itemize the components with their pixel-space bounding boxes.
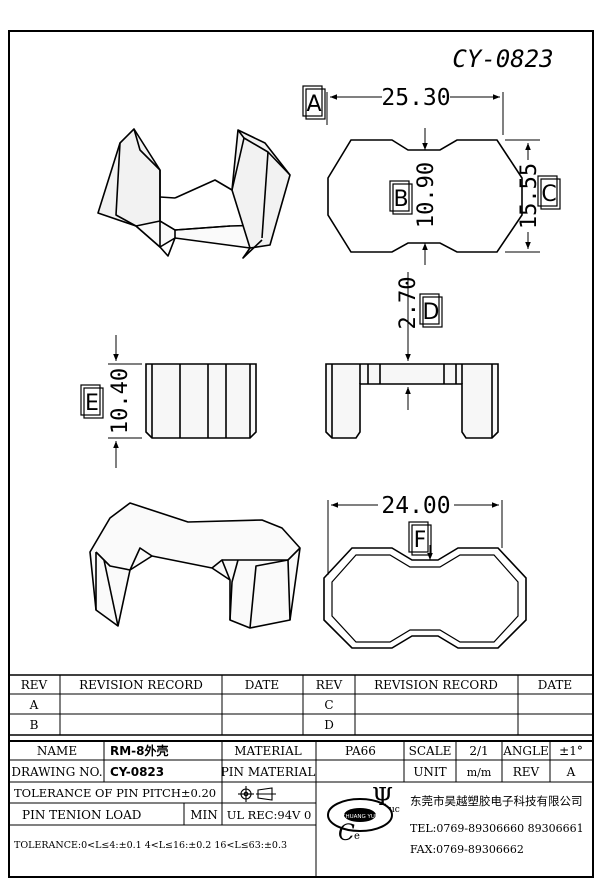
svg-text:C: C [541, 182, 556, 207]
bottom-view-inner-outline [331, 554, 519, 643]
svg-text:A: A [566, 765, 576, 779]
svg-text:TOLERANCE:0<L≤4:±0.1 4<L≤16:±: TOLERANCE:0<L≤4:±0.1 4<L≤16:±0.2 16<L≤63… [14, 840, 287, 851]
svg-text:REVISION RECORD: REVISION RECORD [79, 678, 203, 692]
dim-bottom-width: 24.00 [381, 493, 450, 519]
svg-text:D: D [324, 718, 334, 732]
svg-text:D: D [423, 300, 440, 325]
company-logo: CHUANG YUE C e Ψ uc [327, 783, 400, 846]
svg-text:A: A [29, 698, 39, 712]
svg-text:PIN MATERIAL: PIN MATERIAL [221, 765, 316, 779]
svg-text:REV: REV [21, 678, 48, 692]
svg-text:DATE: DATE [538, 678, 572, 692]
svg-text:MATERIAL: MATERIAL [234, 744, 302, 758]
datum-box-b: B [389, 180, 413, 215]
revision-table-text: REV REVISION RECORD DATE REV REVISION RE… [21, 678, 572, 732]
svg-text:2/1: 2/1 [469, 744, 488, 758]
datum-box-f: F [408, 521, 432, 556]
svg-text:DATE: DATE [245, 678, 279, 692]
datum-box-c: C [537, 175, 561, 210]
svg-text:C: C [324, 698, 333, 712]
svg-text:e: e [354, 831, 360, 842]
svg-text:m/m: m/m [467, 766, 492, 779]
svg-text:uc: uc [389, 805, 400, 815]
dim-center-width: 10.90 [414, 162, 439, 228]
top-view: 25.30 10.90 15.55 [326, 85, 542, 265]
revision-table [9, 674, 593, 736]
svg-text:C: C [338, 821, 355, 846]
svg-text:REVISION RECORD: REVISION RECORD [374, 678, 498, 692]
svg-text:TEL:0769-89306660 89306661: TEL:0769-89306660 89306661 [410, 822, 584, 835]
isometric-view-top [97, 128, 291, 259]
front-view [325, 363, 499, 439]
svg-text:CHUANG YUE: CHUANG YUE [342, 814, 379, 820]
svg-text:UNIT: UNIT [413, 765, 446, 779]
top-view-outline [327, 139, 523, 253]
svg-text:ANGLE: ANGLE [502, 744, 548, 758]
svg-text:NAME: NAME [37, 744, 77, 758]
svg-text:F: F [414, 528, 427, 553]
title-block-text: NAME RM-8外壳 MATERIAL PA66 SCALE 2/1 ANGL… [11, 743, 583, 856]
drawing-number: CY-0823 [452, 45, 553, 73]
svg-text:A: A [306, 92, 321, 117]
svg-text:MIN: MIN [190, 808, 218, 822]
svg-text:CY-0823: CY-0823 [110, 765, 164, 779]
svg-text:SCALE: SCALE [409, 744, 452, 758]
bottom-view: 24.00 [323, 493, 527, 649]
svg-text:TOLERANCE OF PIN PITCH±0.20: TOLERANCE OF PIN PITCH±0.20 [14, 786, 216, 800]
title-block-grid [9, 740, 593, 877]
dim-depth: 2.70 [396, 277, 421, 330]
svg-text:±1°: ±1° [559, 744, 583, 758]
svg-text:E: E [85, 391, 99, 416]
svg-text:RM-8外壳: RM-8外壳 [110, 743, 169, 758]
datum-box-d: D [419, 293, 443, 328]
svg-text:B: B [393, 187, 408, 212]
svg-text:REV: REV [316, 678, 343, 692]
svg-text:B: B [30, 718, 39, 732]
svg-text:东莞市昊越塑胶电子科技有限公司: 东莞市昊越塑胶电子科技有限公司 [410, 794, 583, 808]
depth-dimension: 2.70 [396, 272, 421, 410]
dim-side-height: 10.40 [108, 368, 133, 434]
side-height-dimension: 10.40 [108, 335, 142, 468]
side-view-left [145, 363, 257, 439]
dim-width-top: 25.30 [381, 85, 450, 111]
datum-box-e: E [80, 384, 104, 419]
svg-text:PA66: PA66 [345, 744, 376, 758]
datum-box-a: A [302, 85, 326, 120]
bottom-view-outline [323, 547, 527, 649]
svg-text:FAX:0769-89306662: FAX:0769-89306662 [410, 843, 524, 856]
isometric-view-bottom [89, 502, 301, 629]
svg-text:REV: REV [513, 765, 540, 779]
svg-text:Ψ: Ψ [372, 783, 393, 811]
svg-text:UL REC:94V 0: UL REC:94V 0 [227, 808, 312, 822]
projection-symbol-icon [238, 786, 276, 802]
svg-text:DRAWING NO.: DRAWING NO. [11, 765, 102, 779]
svg-text:PIN TENION LOAD: PIN TENION LOAD [22, 808, 141, 822]
sheet-border [8, 30, 594, 878]
